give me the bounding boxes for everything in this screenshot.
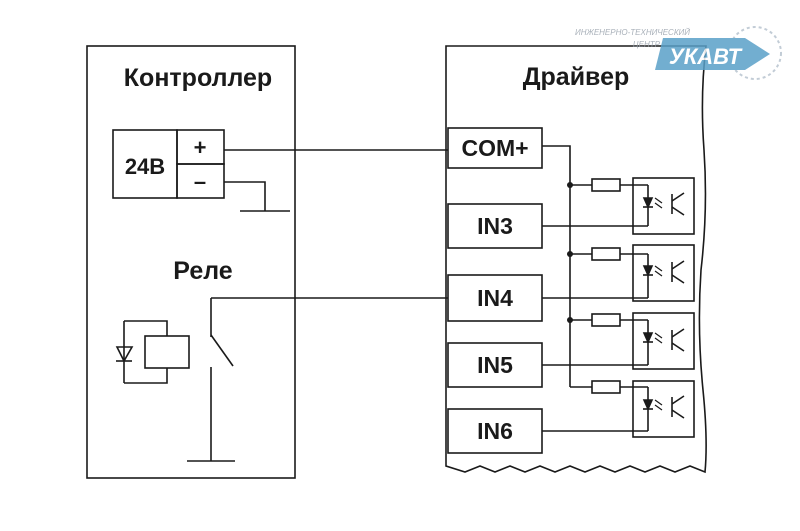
optocoupler-in5 <box>632 312 695 370</box>
controller-title: Контроллер <box>124 64 272 92</box>
optocoupler-in6 <box>632 380 695 438</box>
com-bus <box>542 145 571 387</box>
label-com: COM+ <box>461 135 528 161</box>
relay-label: Реле <box>173 257 233 285</box>
resistor-in4 <box>591 247 621 261</box>
logo-line2: ЦЕНТР <box>633 40 661 49</box>
optocoupler-in3 <box>632 177 695 235</box>
company-logo: ИНЖЕНЕРНО-ТЕХНИЧЕСКИЙ ЦЕНТР УКАВТ <box>575 26 782 80</box>
relay-coil-wiring <box>123 320 168 384</box>
label-in3: IN3 <box>477 213 513 239</box>
relay-contact-switch <box>210 334 234 367</box>
resistor-in5 <box>591 313 621 327</box>
label-in6: IN6 <box>477 418 513 444</box>
driver-title: Драйвер <box>523 63 630 91</box>
driver-box <box>445 45 707 474</box>
logo-brand: УКАВТ <box>669 44 743 69</box>
diode-icon <box>115 346 134 363</box>
optocoupler-in4 <box>632 244 695 302</box>
relay-coil <box>144 335 190 369</box>
minus-terminal <box>176 163 225 199</box>
controller-box <box>86 45 296 479</box>
label-in5: IN5 <box>477 352 513 378</box>
resistor-in3 <box>591 178 621 192</box>
logo-line1: ИНЖЕНЕРНО-ТЕХНИЧЕСКИЙ <box>575 28 690 37</box>
logo-badge <box>655 38 770 70</box>
label-in4: IN4 <box>477 285 513 311</box>
minus-wire <box>224 181 266 211</box>
junction-dots <box>567 182 573 323</box>
resistor-in6 <box>591 380 621 394</box>
plus-label: + <box>194 135 207 160</box>
terminal-com <box>447 127 543 169</box>
power-source-label: 24В <box>125 154 165 179</box>
minus-label: – <box>194 169 206 194</box>
gear-icon <box>728 26 782 80</box>
